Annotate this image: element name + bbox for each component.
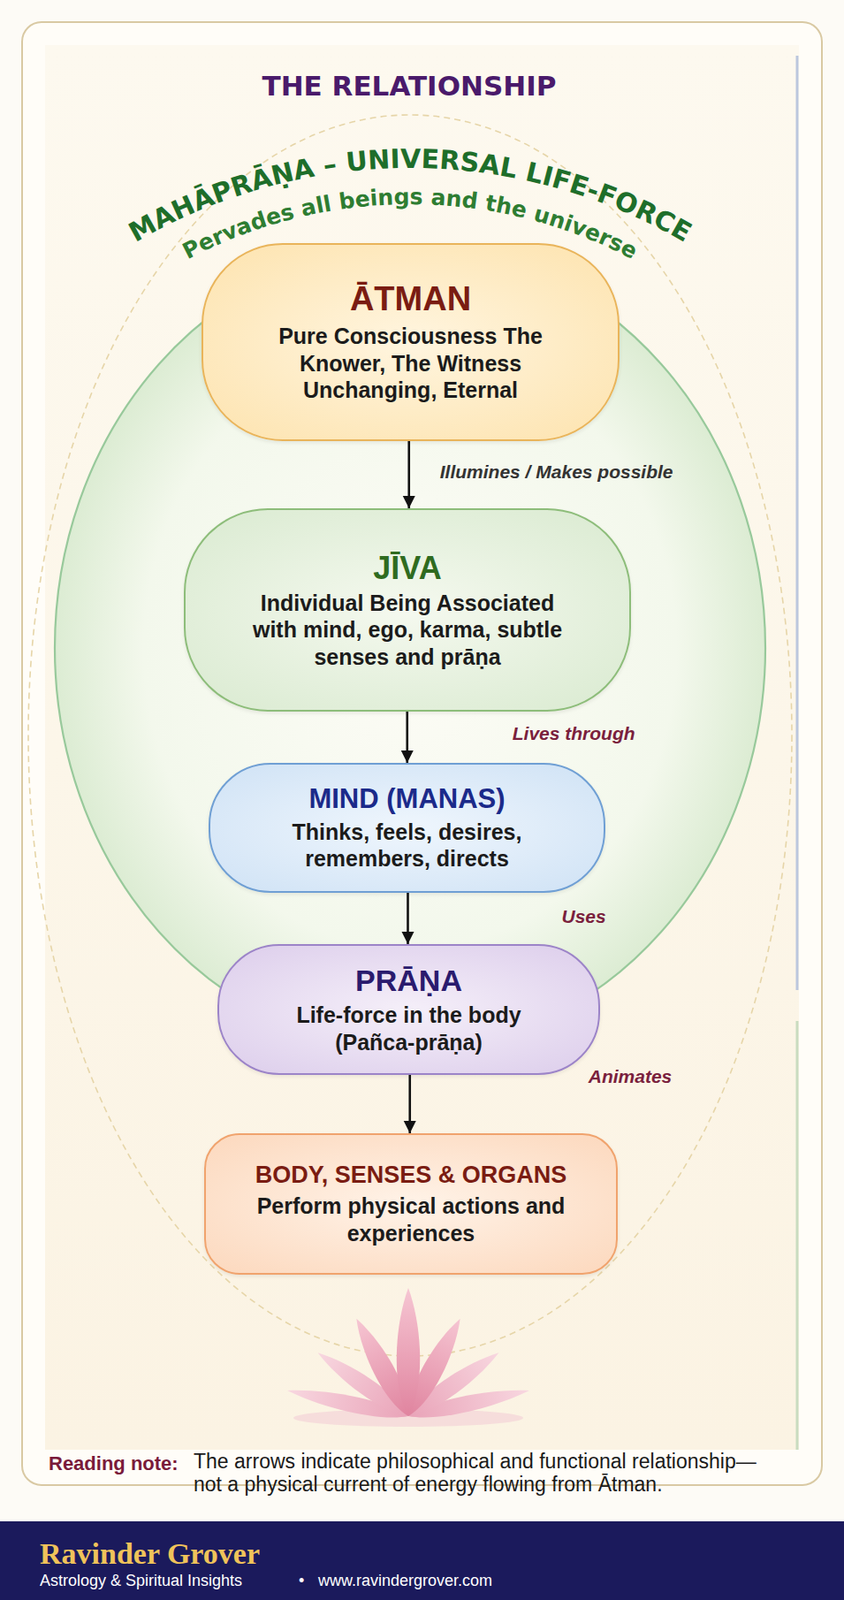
note-heading: Reading note:	[48, 1452, 179, 1476]
prana-box: PRĀṆALife-force in the body (Pañca-prāṇa…	[217, 943, 601, 1075]
card-frame	[22, 22, 822, 1485]
flow-arrow	[405, 711, 409, 763]
reading-note: The arrows indicate philosophical and fu…	[193, 1449, 777, 1496]
footer-band	[0, 1520, 844, 1600]
body-box: BODY, SENSES & ORGANS Perform physical ac…	[204, 1132, 618, 1275]
edge-label: Animates	[588, 1064, 673, 1088]
node-title: MIND (MANAS)	[308, 783, 505, 815]
outer-dashed-ellipse	[28, 114, 792, 1356]
lotus-illustration	[285, 1287, 532, 1427]
flow-arrow	[408, 1074, 411, 1133]
atman-box: ĀTMANPure Consciousness The Knower, The …	[201, 243, 620, 442]
node-description: Thinks, feels, desires, remembers, direc…	[274, 818, 540, 873]
node-title: PRĀṆA	[355, 963, 463, 998]
node-title: BODY, SENSES & ORGANS	[255, 1161, 568, 1189]
node-description: Perform physical actions and experiences	[256, 1192, 566, 1247]
life-force-ellipse: MAHĀPRĀṆA – UNIVERSAL LIFE-FORCEPervades…	[53, 244, 768, 1051]
brand-name: Ravinder Grover	[39, 1535, 260, 1572]
flow-arrow	[407, 441, 411, 509]
brand-tagline: Astrology & Spiritual Insights	[39, 1570, 243, 1590]
jiva-box: JĪVAIndividual Being Associated with min…	[183, 508, 632, 712]
edge-label: Uses	[562, 904, 607, 928]
edge-label: Illumines / Makes possible	[440, 460, 674, 484]
separator-dot: •	[298, 1570, 305, 1590]
diagram-title: THE RELATIONSHIP	[188, 69, 631, 102]
website-url: www.ravindergrover.com	[318, 1570, 493, 1590]
inner-panel	[45, 45, 799, 1450]
life-force-ellipse-shape	[54, 246, 766, 1050]
edge-rule	[796, 55, 799, 990]
node-title: JĪVA	[372, 549, 442, 586]
node-title: ĀTMAN	[349, 280, 472, 320]
node-description: Pure Consciousness The Knower, The Witne…	[256, 322, 566, 404]
node-description: Life-force in the body (Pañca-prāṇa)	[276, 1001, 542, 1056]
flow-arrow	[406, 892, 410, 944]
node-description: Individual Being Associated with mind, e…	[239, 589, 576, 671]
edge-label: Lives through	[512, 722, 636, 746]
lotus-petal	[396, 1287, 420, 1416]
edge-rule	[796, 1020, 799, 1450]
mind-box: MIND (MANAS)Thinks, feels, desires, reme…	[208, 762, 606, 893]
